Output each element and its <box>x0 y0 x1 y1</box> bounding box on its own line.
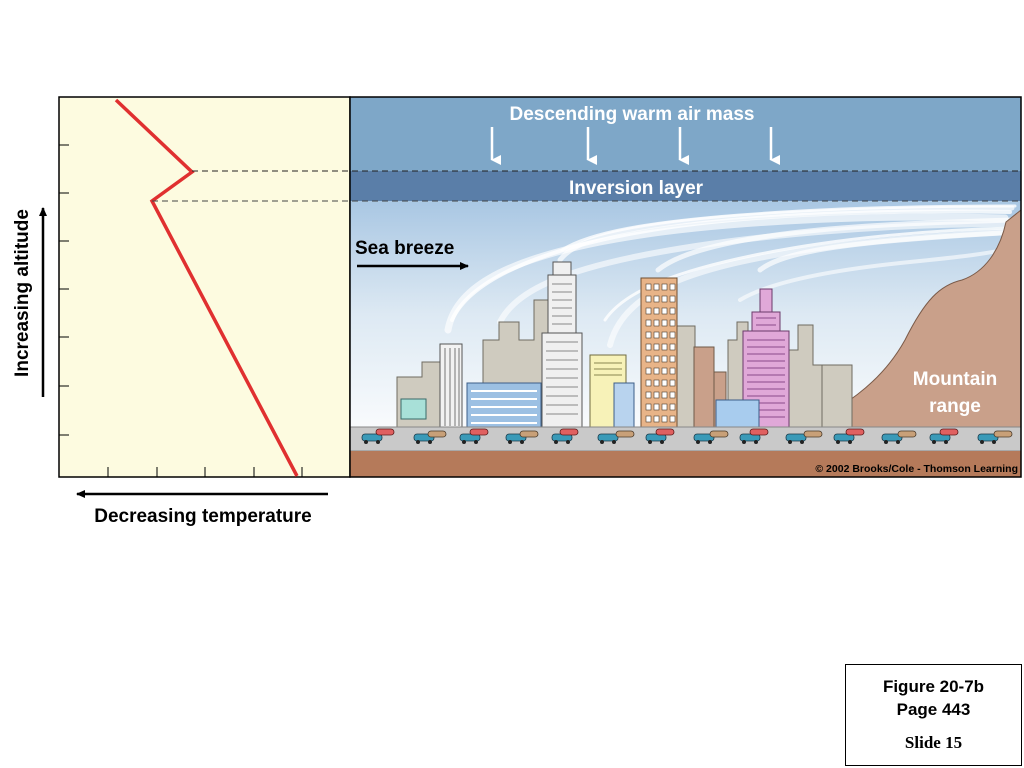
mountain-label-line2: range <box>929 396 981 417</box>
altitude-axis-label: Increasing altitude <box>12 209 33 377</box>
mountain-label-line1: Mountain <box>913 369 997 390</box>
building-tan-tower <box>640 277 678 431</box>
figure-reference: Figure 20-7b Page 443 <box>846 675 1021 721</box>
building-small-teal <box>400 398 427 420</box>
slide-info-box: Figure 20-7b Page 443 Slide 15 <box>845 664 1022 766</box>
descending-air-label: Descending warm air mass <box>510 104 755 125</box>
y-axis-ticks <box>59 144 69 436</box>
building-white-striped <box>439 343 463 431</box>
copyright-text: © 2002 Brooks/Cole - Thomson Learning <box>815 463 1018 475</box>
descending-air-arrows <box>490 127 780 165</box>
figure-number: Figure 20-7b <box>882 677 985 696</box>
graph-background <box>58 96 351 478</box>
building-yellow <box>589 354 635 431</box>
cars <box>361 428 1013 444</box>
x-axis-ticks <box>107 467 303 477</box>
building-white-skyscraper <box>541 261 583 431</box>
scene-frame <box>349 96 1022 478</box>
temperature-axis-label: Decreasing temperature <box>94 506 312 527</box>
building-small-blue <box>715 399 760 431</box>
building-brown <box>693 346 715 431</box>
temperature-profile-graph <box>58 96 351 478</box>
inversion-band <box>350 171 1021 201</box>
slide-number: Slide 15 <box>904 733 963 752</box>
city-scene: Descending warm air mass Inversion layer… <box>152 96 1022 478</box>
page-number: Page 443 <box>896 700 971 719</box>
ground <box>350 451 1021 477</box>
inversion-layer-label: Inversion layer <box>569 178 704 199</box>
building-blue <box>466 382 542 431</box>
temperature-line <box>114 98 299 477</box>
road <box>349 426 1022 452</box>
smoke-plumes <box>444 204 1018 348</box>
sea-breeze-label: Sea breeze <box>355 238 454 259</box>
